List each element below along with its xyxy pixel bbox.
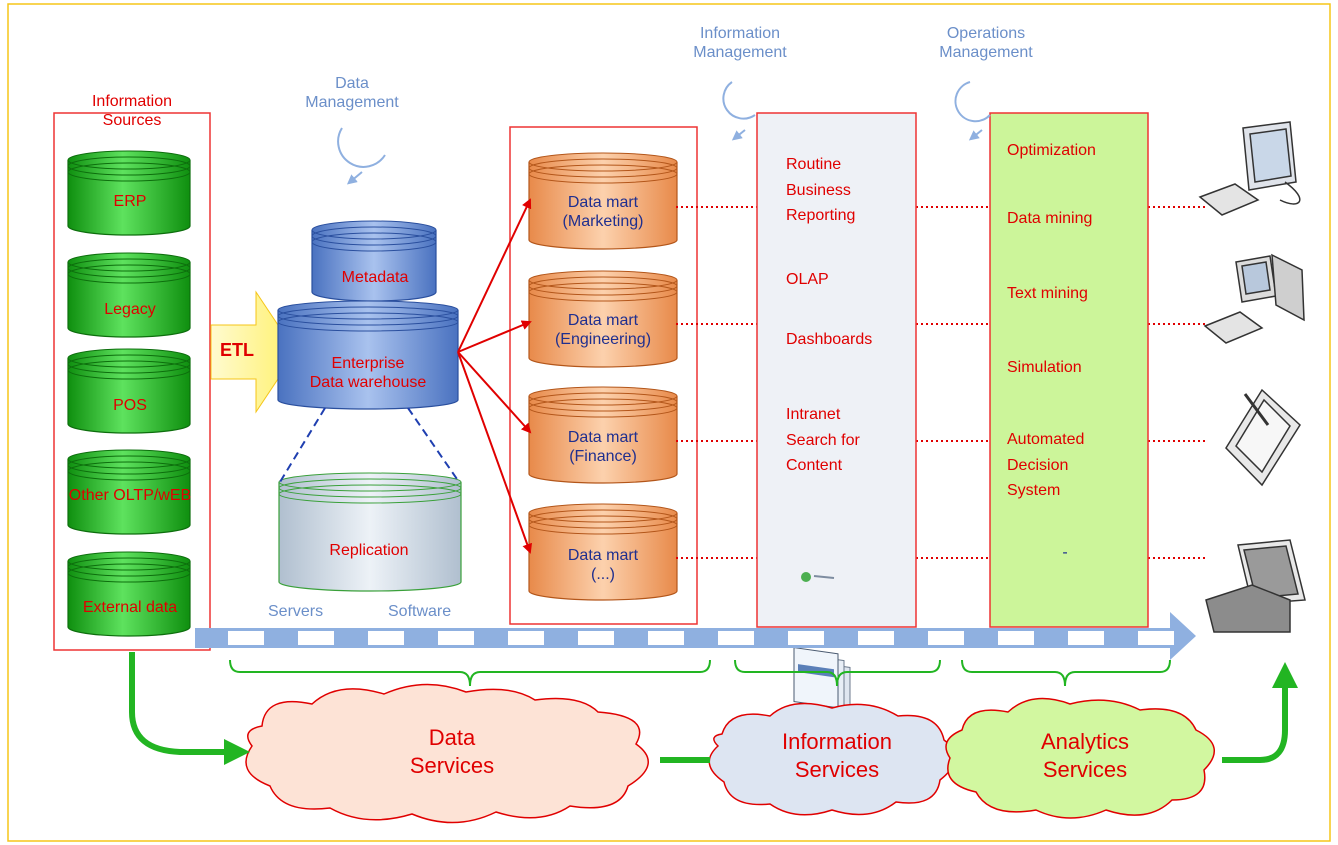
service-clouds <box>245 683 1215 824</box>
bus-segment <box>1068 631 1104 645</box>
source-external-cylinder <box>67 551 191 637</box>
data-mart-engineering-cylinder <box>528 270 678 368</box>
arrow-to-mart-3 <box>457 351 532 434</box>
replication-label: Replication <box>329 542 409 559</box>
information-services-cloud <box>708 702 956 816</box>
software-label: Software <box>388 603 452 620</box>
bus-segment <box>1138 631 1174 645</box>
data-services-cloud <box>245 683 649 824</box>
text-mining-label: Text mining <box>1007 285 1088 302</box>
data-mart-other-cylinder <box>528 503 678 601</box>
cycle-arrow-icon <box>337 127 386 182</box>
bus-segment <box>928 631 964 645</box>
data-bus-arrow <box>195 612 1196 660</box>
optimization-label: Optimization <box>1007 142 1096 159</box>
bus-segment <box>718 631 754 645</box>
replication-link-left <box>279 407 326 483</box>
bus-segment <box>788 631 824 645</box>
bus-segment <box>438 631 474 645</box>
source-legacy-cylinder <box>67 252 191 338</box>
cycle-arrow-icon <box>954 81 991 138</box>
source-erp: ERP <box>113 193 147 210</box>
bus-segment <box>508 631 544 645</box>
arrow-to-mart-4 <box>457 351 532 554</box>
arrow-to-mart-2 <box>457 320 532 353</box>
source-pos: POS <box>113 397 147 414</box>
etl-label: ETL <box>220 340 254 360</box>
bus-segment <box>578 631 614 645</box>
outer-frame <box>7 3 1331 842</box>
source-pos-cylinder <box>67 348 191 434</box>
bus-segments <box>228 631 1174 645</box>
cycle-arrows <box>337 81 991 182</box>
bus-segment <box>368 631 404 645</box>
replication-link-right <box>407 407 460 483</box>
dotted-connectors <box>676 206 1206 559</box>
servers-label: Servers <box>268 603 324 620</box>
data-mart-marketing-cylinder <box>528 152 678 250</box>
sources-to-data-services-arrow <box>129 652 250 765</box>
data-mart-finance-cylinder <box>528 386 678 484</box>
olap-label: OLAP <box>786 271 829 288</box>
source-external-data: External data <box>82 599 178 616</box>
data-mart-cylinders <box>528 152 678 601</box>
bus-segment <box>298 631 334 645</box>
data-mart-engineering: Data mart(Engineering) <box>554 312 652 349</box>
analytics-panel <box>989 112 1149 628</box>
warehouse-to-mart-arrows <box>457 198 532 554</box>
dashboards-label: Dashboards <box>786 331 873 348</box>
bus-segment <box>648 631 684 645</box>
analytics-dash-label: - <box>1062 544 1068 561</box>
tablet-pen-icon <box>1225 388 1301 487</box>
source-legacy: Legacy <box>104 301 156 318</box>
data-mining-label: Data mining <box>1007 210 1093 227</box>
data-mart-other: Data mart(...) <box>567 547 639 584</box>
replication-cylinder <box>278 472 462 592</box>
etl-arrow <box>210 290 297 414</box>
source-erp-cylinder <box>67 150 191 236</box>
bus-segment <box>228 631 264 645</box>
data-mart-marketing: Data mart(Marketing) <box>562 194 644 231</box>
data-mart-finance: Data mart(Finance) <box>567 429 639 466</box>
simulation-label: Simulation <box>1007 359 1082 376</box>
analytics-to-users-arrow <box>1222 662 1298 763</box>
desktop-computer-icon <box>1198 121 1301 216</box>
analytics-services-cloud <box>945 697 1215 819</box>
arrow-to-mart-1 <box>457 198 532 353</box>
braces <box>229 659 1171 687</box>
cycle-arrow-icon <box>722 81 756 138</box>
tower-computer-icon <box>1203 253 1305 344</box>
warehouse-cylinders <box>277 220 462 592</box>
bus-segment <box>998 631 1034 645</box>
information-panel <box>756 112 917 628</box>
metadata-cylinder <box>311 220 437 302</box>
laptop-icon <box>1205 539 1306 633</box>
enterprise-dw-cylinder <box>277 300 459 410</box>
source-other-oltp: Other OLTP/wEB <box>68 487 192 504</box>
metadata-label: Metadata <box>341 269 409 286</box>
source-cylinders <box>67 150 191 637</box>
bus-segment <box>858 631 894 645</box>
source-other-cylinder <box>67 449 191 535</box>
